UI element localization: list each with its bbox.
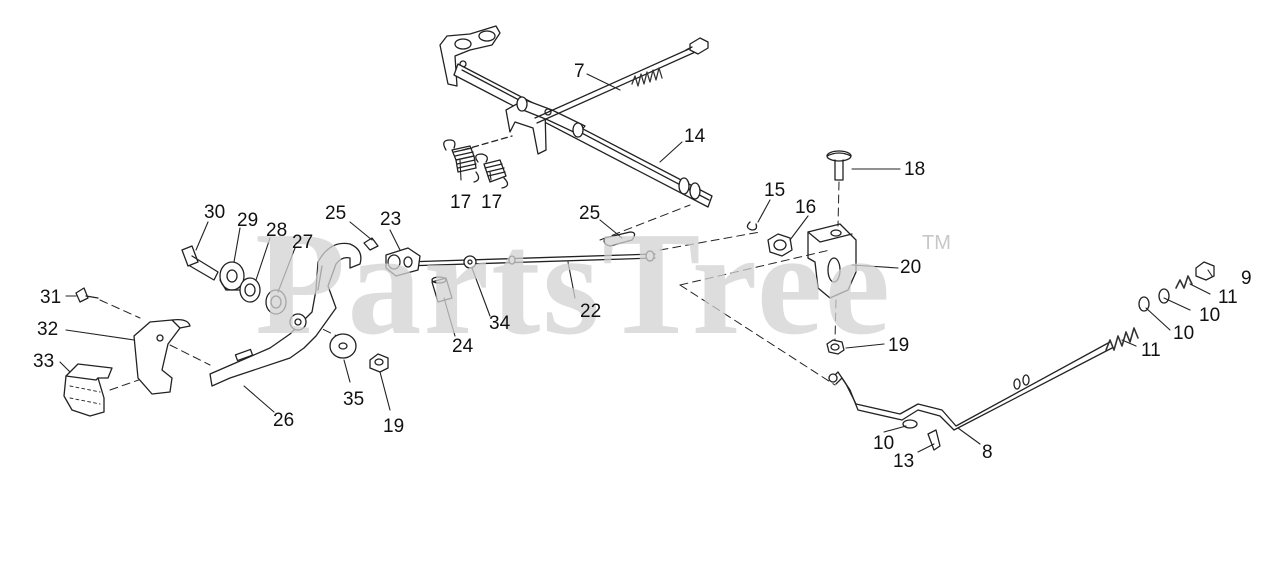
part-32-pedal-bracket bbox=[133, 318, 191, 395]
part-15-clip bbox=[746, 221, 758, 231]
part-34-nut bbox=[463, 255, 477, 269]
part-26-pedal-arm bbox=[209, 242, 362, 387]
part-25-clip-right bbox=[603, 231, 636, 247]
part-11-spring-upper bbox=[1175, 275, 1193, 289]
callout-19: 19 bbox=[888, 335, 910, 356]
watermark: PartsTree bbox=[255, 202, 893, 366]
callout-18: 18 bbox=[904, 159, 926, 180]
callout-24: 24 bbox=[452, 336, 474, 357]
part-17-springs bbox=[443, 135, 513, 189]
callout-15: 15 bbox=[764, 180, 786, 201]
callout-33: 33 bbox=[33, 351, 55, 372]
callout-25: 25 bbox=[325, 203, 347, 224]
part-24-pin bbox=[431, 276, 453, 303]
callout-34: 34 bbox=[489, 313, 511, 334]
callout-23: 23 bbox=[380, 209, 402, 230]
callout-35: 35 bbox=[343, 389, 365, 410]
assembly-lines bbox=[99, 181, 840, 391]
part-19-nut-right bbox=[826, 339, 845, 355]
callout-11: 11 bbox=[1218, 287, 1238, 308]
callout-26: 26 bbox=[273, 410, 295, 431]
part-31-screw bbox=[75, 287, 99, 303]
callout-10: 10 bbox=[1199, 305, 1221, 326]
part-25-clip-left bbox=[363, 237, 379, 251]
part-33-pedal-pad bbox=[63, 363, 113, 417]
callout-28: 28 bbox=[266, 220, 288, 241]
part-23-clevis bbox=[385, 247, 421, 277]
callout-8: 8 bbox=[982, 442, 993, 463]
part-29-bushing bbox=[219, 261, 245, 291]
part-16-nut bbox=[767, 233, 793, 257]
callout-10: 10 bbox=[873, 433, 895, 454]
part-14-cross-shaft bbox=[439, 25, 713, 208]
callout-32: 32 bbox=[37, 319, 59, 340]
callout-14: 14 bbox=[684, 126, 706, 147]
callout-17: 17 bbox=[450, 192, 472, 213]
part-28-washer bbox=[239, 277, 261, 303]
part-30-bolt bbox=[181, 245, 219, 281]
callout-25: 25 bbox=[579, 203, 601, 224]
callout-20: 20 bbox=[900, 257, 922, 278]
callout-17: 17 bbox=[481, 192, 503, 213]
callout-9: 9 bbox=[1241, 268, 1252, 289]
callout-11: 11 bbox=[1141, 340, 1161, 361]
part-27-washer bbox=[265, 289, 287, 315]
part-18-bolt bbox=[826, 150, 852, 181]
part-11-spring-lower bbox=[1105, 327, 1139, 351]
part-9-nut bbox=[1195, 261, 1215, 281]
callout-10: 10 bbox=[1173, 323, 1195, 344]
part-13-clip bbox=[927, 429, 941, 451]
callout-30: 30 bbox=[204, 202, 226, 223]
leader-lines bbox=[59, 73, 1213, 453]
part-10-washer-a bbox=[1138, 296, 1150, 312]
callout-31: 31 bbox=[40, 287, 62, 308]
part-19-nut-left bbox=[369, 353, 389, 373]
callout-27: 27 bbox=[292, 232, 314, 253]
callout-13: 13 bbox=[893, 451, 915, 472]
part-10-washer-b bbox=[1158, 288, 1170, 304]
part-20-bracket bbox=[807, 223, 857, 299]
callout-19: 19 bbox=[383, 416, 405, 437]
part-7-tension-rod bbox=[534, 37, 709, 124]
callout-22: 22 bbox=[580, 301, 602, 322]
callout-16: 16 bbox=[795, 197, 817, 218]
callout-7: 7 bbox=[574, 61, 585, 82]
callout-29: 29 bbox=[237, 210, 259, 231]
part-35-washer bbox=[329, 333, 357, 359]
part-22-rod bbox=[404, 250, 656, 267]
watermark-trademark: TM bbox=[922, 232, 951, 254]
part-8-linkage-rod bbox=[828, 341, 1113, 431]
